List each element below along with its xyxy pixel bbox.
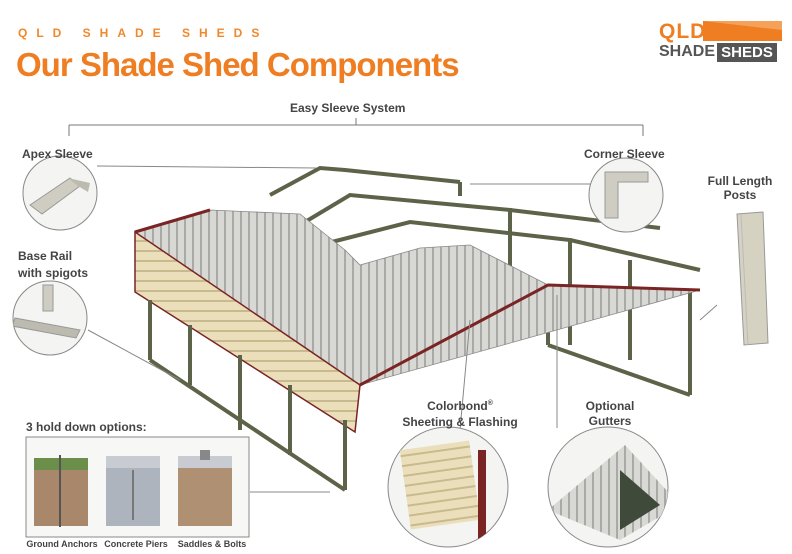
easy-sleeve-bracket [68, 118, 644, 136]
ground-anchor-image [34, 455, 88, 527]
full-length-posts-label: Full Length Posts [690, 174, 790, 202]
full-length-post [736, 211, 769, 346]
colorbond-line2: Sheeting & Flashing [402, 415, 518, 429]
concrete-pier-image [106, 456, 160, 526]
shed-wall [134, 230, 361, 434]
shed-roof [134, 209, 701, 386]
easy-sleeve-label: Easy Sleeve System [290, 101, 406, 115]
colorbond-callout [387, 426, 509, 548]
gutters-callout [547, 426, 669, 548]
full-length-posts-line1: Full Length [707, 174, 773, 188]
colorbond-label: Colorbond® Sheeting & Flashing [395, 396, 525, 430]
base-rail-line2: with spigots [18, 266, 88, 280]
full-length-posts-line2: Posts [723, 188, 757, 202]
registered-mark: ® [487, 400, 493, 407]
colorbond-line1: Colorbond® [395, 396, 525, 414]
corner-sleeve-label: Corner Sleeve [584, 147, 665, 161]
brand-kicker: QLD SHADE SHEDS [18, 26, 269, 40]
gutters-line2: Gutters [588, 414, 632, 428]
hold-down-option-ground-anchors: Ground Anchors [26, 539, 98, 549]
base-rail-callout [12, 280, 88, 356]
apex-sleeve-label: Apex Sleeve [22, 147, 93, 161]
colorbond-word: Colorbond [427, 399, 488, 413]
base-rail-label: Base Rail with spigots [18, 248, 88, 282]
hold-down-heading: 3 hold down options: [26, 420, 147, 434]
logo-shade: SHADE [659, 43, 716, 60]
saddles-bolts-image [178, 450, 232, 526]
page-title: Our Shade Shed Components [16, 46, 460, 83]
base-rail-line1: Base Rail [18, 249, 73, 263]
hold-down-options-panel [25, 436, 250, 538]
gutters-label: Optional Gutters [560, 399, 660, 429]
logo-sheds: SHEDS [717, 43, 777, 62]
front-posts [148, 300, 347, 492]
gable-trim [359, 283, 701, 387]
gutters-line1: Optional [585, 399, 635, 413]
apex-sleeve-callout [22, 155, 98, 231]
logo-qld: QLD [659, 20, 707, 43]
hold-down-option-concrete-piers: Concrete Piers [104, 539, 168, 549]
leader-lines [87, 165, 718, 493]
hold-down-option-saddles-bolts: Saddles & Bolts [177, 539, 247, 549]
corner-sleeve-callout [588, 157, 664, 233]
